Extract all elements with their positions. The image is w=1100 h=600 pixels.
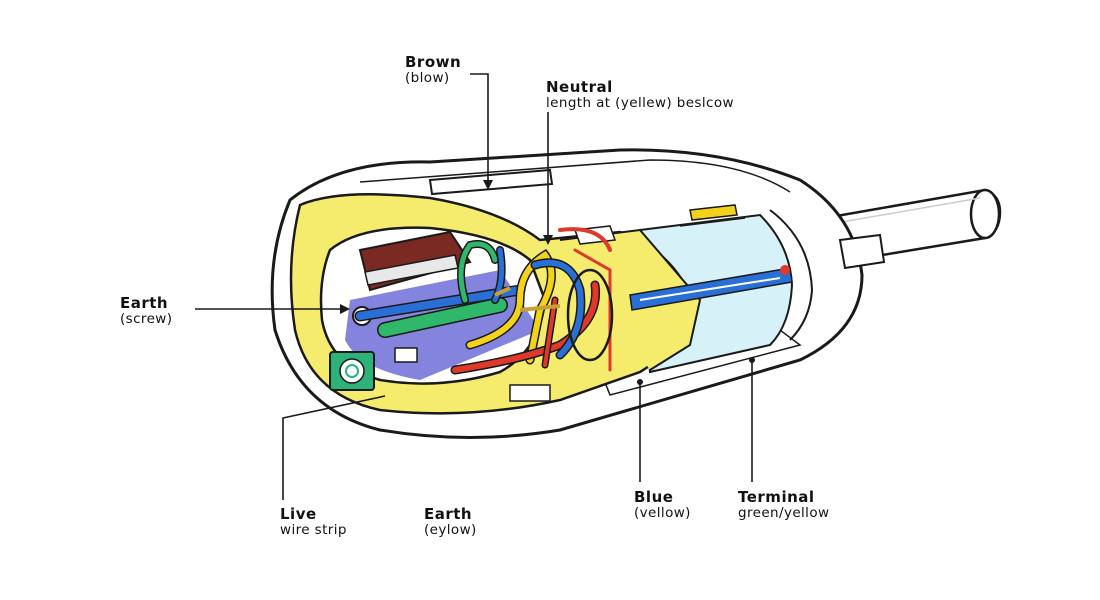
label-live-sub: wire strip (280, 521, 347, 538)
label-brown: Brown (blow) (405, 53, 462, 86)
label-earth-yellow-sub: (eylow) (424, 521, 477, 538)
label-blue-sub: (vellow) (634, 504, 691, 521)
brown-leader (470, 73, 489, 185)
live-leader (282, 395, 386, 500)
label-earth-yellow: Earth (eylow) (424, 505, 477, 538)
label-neutral-title: Neutral (546, 78, 613, 96)
contacts (494, 265, 793, 362)
label-earth-screw-title: Earth (120, 294, 169, 312)
label-neutral: Neutral length at (yellew) beslcow (546, 78, 734, 111)
label-brown-sub: (blow) (405, 69, 450, 86)
label-earth-screw-sub: (screw) (120, 310, 173, 327)
earth-terminal-block (329, 347, 551, 402)
label-earth-screw: Earth (screw) (120, 294, 173, 327)
label-blue-title: Blue (634, 488, 674, 506)
leader-lines (195, 73, 753, 500)
label-earth-yellow-title: Earth (424, 505, 473, 523)
label-brown-title: Brown (405, 53, 462, 71)
label-blue: Blue (vellow) (634, 488, 691, 521)
leader-arrowheads (340, 180, 755, 385)
label-live: Live wire strip (280, 505, 347, 538)
label-terminal-title: Terminal (738, 488, 815, 506)
wires (354, 227, 612, 375)
label-neutral-sub: length at (yellew) beslcow (546, 94, 734, 111)
label-terminal-sub: green/yellow (738, 504, 830, 521)
label-terminal: Terminal green/yellow (738, 488, 830, 521)
label-live-title: Live (280, 505, 317, 523)
